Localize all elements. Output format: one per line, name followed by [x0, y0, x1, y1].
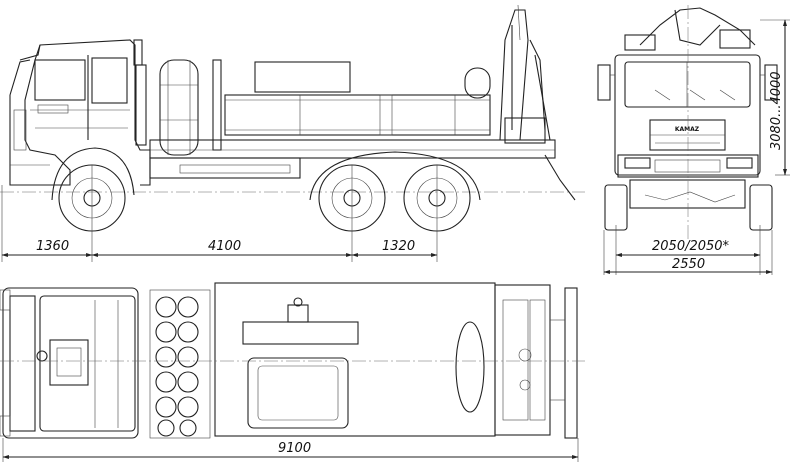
dim-wheelbase: 4100	[208, 239, 241, 254]
dim-height: 3080...4000	[769, 71, 784, 150]
front-wheel-left	[604, 184, 628, 231]
headlight-left	[624, 157, 651, 169]
mirror-right	[764, 64, 778, 101]
cab-side	[9, 39, 151, 186]
dim-overall-width: 2550	[672, 257, 705, 272]
cargo-platform-top	[214, 282, 496, 437]
crane-side	[499, 4, 551, 144]
chassis-frame	[149, 139, 576, 201]
dim-rear-axle-spacing: 1320	[382, 239, 415, 254]
side-view	[0, 4, 585, 262]
gas-cylinders-top	[149, 289, 211, 439]
side-dimensions: 1360 4100 1320	[1, 239, 438, 257]
toolbox	[254, 61, 351, 93]
front-view: KAMAZ	[597, 5, 790, 275]
spare-tank	[247, 357, 349, 429]
grille-badge: KAMAZ	[675, 126, 700, 133]
spare-wheel	[455, 321, 485, 413]
front-dimensions: 2050/2050* 2550 3080...4000	[603, 19, 787, 274]
front-wheel-right	[749, 184, 773, 231]
dim-track: 2050/2050*	[652, 239, 730, 254]
front-wheel	[51, 147, 135, 232]
headlight-right	[726, 157, 753, 169]
dim-overall-length: 9100	[278, 441, 311, 456]
cab-top	[0, 287, 139, 439]
gas-cylinders-side	[159, 59, 222, 156]
dim-front-overhang: 1360	[36, 239, 69, 254]
toolbox-top	[242, 321, 359, 345]
windshield	[624, 61, 751, 108]
cargo-platform-side	[224, 67, 491, 136]
top-view	[0, 282, 585, 462]
top-dimensions: 9100	[2, 441, 579, 459]
mirror-left	[597, 64, 611, 101]
crane-top	[494, 284, 578, 439]
